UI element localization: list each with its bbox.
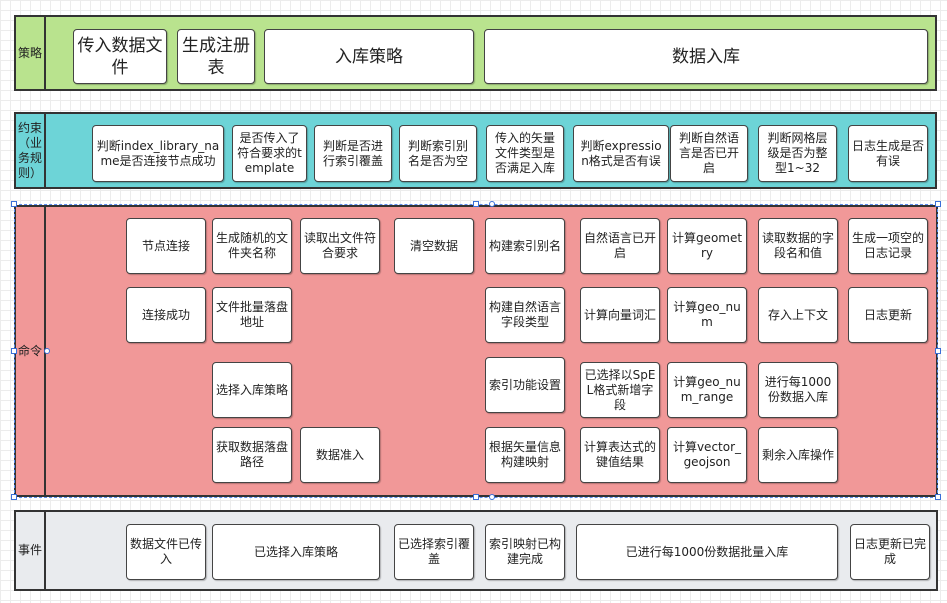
- strategy-ingest-policy[interactable]: 入库策略: [264, 29, 474, 84]
- command-batch-ingest-1000[interactable]: 进行每1000份数据入库: [758, 362, 838, 418]
- resize-handle-bl[interactable]: [11, 494, 17, 500]
- command-read-file-valid[interactable]: 读取出文件符合要求: [300, 218, 380, 274]
- strategy-generate-registry[interactable]: 生成注册表: [177, 29, 255, 84]
- command-create-empty-log[interactable]: 生成一项空的日志记录: [848, 218, 928, 274]
- constraint-check-index-alias[interactable]: 判断索引别名是否为空: [399, 125, 477, 182]
- constraint-check-log-generation[interactable]: 日志生成是否有误: [848, 125, 928, 182]
- strategy-data-ingest[interactable]: 数据入库: [484, 29, 928, 84]
- command-compute-vector-geojson[interactable]: 计算vector_geojson: [667, 427, 747, 483]
- command-compute-geo-num[interactable]: 计算geo_num: [667, 287, 747, 343]
- resize-handle-ml[interactable]: [11, 348, 17, 354]
- command-lane: 命令 节点连接 连接成功 生成随机的文件夹名称 文件批量落盘地址 选择入库策略 …: [14, 205, 938, 497]
- resize-handle-tr[interactable]: [935, 201, 941, 207]
- event-index-overwrite-selected[interactable]: 已选择索引覆盖: [394, 524, 474, 580]
- command-log-update[interactable]: 日志更新: [848, 287, 928, 343]
- command-select-ingest-policy[interactable]: 选择入库策略: [212, 362, 292, 418]
- constraint-check-index-overwrite[interactable]: 判断是否进行索引覆盖: [314, 125, 392, 182]
- constraint-lane: 约束（业务规则） 判断index_library_name是否连接节点成功 是否…: [14, 112, 937, 189]
- command-lane-label: 命令: [16, 207, 46, 495]
- resize-handle-tm[interactable]: [473, 201, 479, 207]
- constraint-lane-label: 约束（业务规则）: [16, 114, 46, 187]
- strategy-upload-data-file[interactable]: 传入数据文件: [73, 29, 167, 84]
- event-log-update-done[interactable]: 日志更新已完成: [850, 524, 930, 580]
- command-remaining-ingest[interactable]: 剩余入库操作: [758, 427, 838, 483]
- constraint-check-template[interactable]: 是否传入了符合要求的template: [232, 125, 307, 182]
- constraint-check-expression-format[interactable]: 判断expression格式是否有误: [573, 125, 669, 182]
- command-read-field-values[interactable]: 读取数据的字段名和值: [758, 218, 838, 274]
- event-lane-label: 事件: [16, 512, 46, 589]
- command-data-admission[interactable]: 数据准入: [300, 427, 380, 483]
- command-build-nl-field-type[interactable]: 构建自然语言字段类型: [485, 287, 565, 343]
- command-compute-geometry[interactable]: 计算geometry: [667, 218, 747, 274]
- strategy-lane: 策略 传入数据文件 生成注册表 入库策略 数据入库: [14, 15, 937, 91]
- command-clear-data[interactable]: 清空数据: [394, 218, 474, 274]
- resize-handle-br[interactable]: [935, 494, 941, 500]
- event-lane: 事件 数据文件已传入 已选择入库策略 已选择索引覆盖 索引映射已构建完成 已进行…: [14, 510, 938, 591]
- resize-handle-bm[interactable]: [473, 494, 479, 500]
- command-compute-vector-vocab[interactable]: 计算向量词汇: [580, 287, 660, 343]
- command-build-mapping[interactable]: 根据矢量信息构建映射: [485, 427, 565, 483]
- constraint-check-natural-language[interactable]: 判断自然语言是否已开启: [670, 125, 748, 182]
- command-nl-enabled[interactable]: 自然语言已开启: [580, 218, 660, 274]
- resize-handle-tl[interactable]: [11, 201, 17, 207]
- event-batch-ingested-1000[interactable]: 已进行每1000份数据批量入库: [576, 524, 838, 580]
- event-ingest-policy-selected[interactable]: 已选择入库策略: [212, 524, 380, 580]
- constraint-check-grid-level[interactable]: 判断网格层级是否为整型1~32: [758, 125, 837, 182]
- command-connect-success[interactable]: 连接成功: [126, 287, 206, 343]
- command-get-disk-path[interactable]: 获取数据落盘路径: [212, 427, 292, 483]
- command-batch-disk-address[interactable]: 文件批量落盘地址: [212, 287, 292, 343]
- command-index-settings[interactable]: 索引功能设置: [485, 357, 565, 413]
- command-compute-geo-num-range[interactable]: 计算geo_num_range: [667, 362, 747, 418]
- command-spel-field-selected[interactable]: 已选择以SpEL格式新增字段: [580, 362, 660, 418]
- command-compute-expression[interactable]: 计算表达式的键值结果: [580, 427, 660, 483]
- command-node-connect[interactable]: 节点连接: [126, 218, 206, 274]
- constraint-check-node-connection[interactable]: 判断index_library_name是否连接节点成功: [92, 125, 224, 182]
- command-build-index-alias[interactable]: 构建索引别名: [485, 218, 565, 274]
- connect-handle-l[interactable]: [44, 348, 50, 354]
- strategy-lane-label: 策略: [16, 17, 46, 89]
- event-data-file-uploaded[interactable]: 数据文件已传入: [126, 524, 206, 580]
- resize-handle-mr[interactable]: [935, 348, 941, 354]
- constraint-check-vector-file-type[interactable]: 传入的矢量文件类型是否满足入库: [486, 125, 564, 182]
- command-generate-folder-name[interactable]: 生成随机的文件夹名称: [212, 218, 292, 274]
- event-index-mapping-built[interactable]: 索引映射已构建完成: [485, 524, 565, 580]
- rotate-handle-t[interactable]: [489, 201, 495, 207]
- connect-handle-b[interactable]: [489, 494, 495, 500]
- command-store-context[interactable]: 存入上下文: [758, 287, 838, 343]
